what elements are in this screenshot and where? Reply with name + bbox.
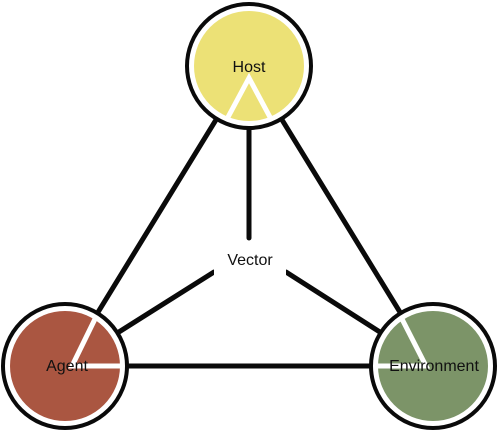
environment-label: Environment <box>389 358 479 375</box>
agent-node: Agent <box>1 302 129 430</box>
host-wedge <box>224 72 274 121</box>
vector-label: Vector <box>227 252 273 269</box>
host-node: Host <box>185 2 313 130</box>
environment-node: Environment <box>369 302 497 430</box>
environment-fill <box>378 311 488 421</box>
host-fill <box>194 11 304 121</box>
agent-fill <box>10 311 120 421</box>
agent-label: Agent <box>46 358 88 375</box>
agent-wedge <box>67 317 120 369</box>
vector-label-background <box>214 245 286 275</box>
environment-wedge <box>378 317 431 369</box>
host-label: Host <box>233 59 266 76</box>
